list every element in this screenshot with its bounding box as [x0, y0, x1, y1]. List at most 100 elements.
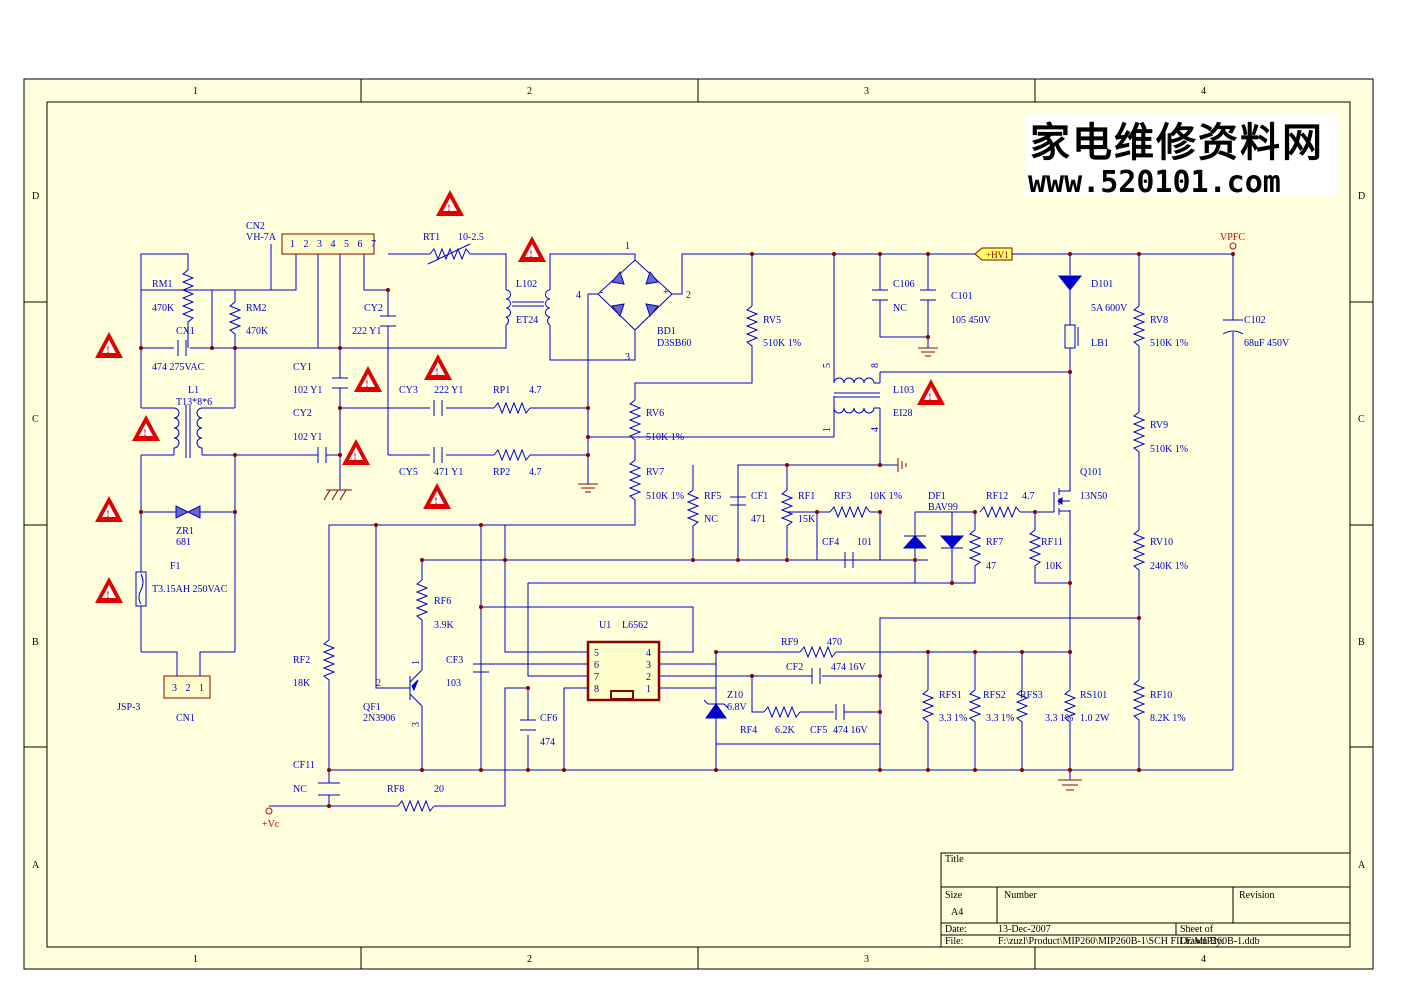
- rs101-value: 1.0 2W: [1080, 713, 1110, 724]
- warning-icon: !: [95, 577, 123, 603]
- svg-text:!: !: [354, 452, 357, 462]
- rfs3-value: 3.3 1%: [1045, 713, 1073, 724]
- title-block-frame: [940, 852, 1351, 948]
- svg-text:!: !: [366, 379, 369, 389]
- zone-row-b-right: B: [1358, 637, 1365, 648]
- rf8-ref: RF8: [387, 784, 404, 795]
- rf5-value: NC: [704, 514, 718, 525]
- l103-pin-5: 5: [822, 363, 833, 368]
- zone-labels: 1 2 3 4 1 2 3 4 D C B A D C B A: [32, 86, 1366, 965]
- cf1-value: 471: [751, 514, 766, 525]
- svg-text:!: !: [107, 590, 110, 600]
- rf7-ref: RF7: [986, 537, 1003, 548]
- l103-pin-4: 4: [870, 427, 881, 432]
- warning-icon: !: [95, 332, 123, 358]
- rv8-value: 510K 1%: [1150, 338, 1188, 349]
- cf5-ref: CF5: [810, 725, 827, 736]
- cn1-connector: [163, 675, 211, 699]
- ground-symbols: [323, 347, 1082, 791]
- u1-ref: U1: [599, 620, 611, 631]
- cy2b-value: 102 Y1: [293, 432, 322, 443]
- svg-text:!: !: [107, 345, 110, 355]
- svg-text:!: !: [435, 496, 438, 506]
- l102-ref: L102: [516, 279, 537, 290]
- svg-text:!: !: [530, 249, 533, 259]
- rf9-value: 470: [827, 637, 842, 648]
- cn1-pins: 3 2 1: [172, 683, 207, 694]
- warning-icons: ! ! ! ! ! ! ! ! ! ! !: [95, 190, 945, 603]
- l1-value: T13*8*6: [176, 397, 212, 408]
- rf6-ref: RF6: [434, 596, 451, 607]
- qf1-pin-1: 1: [411, 660, 422, 665]
- rfs1-ref: RFS1: [939, 690, 962, 701]
- vc-net-label: +Vc: [262, 819, 280, 830]
- zone-col-1-bottom: 1: [193, 954, 198, 965]
- cy5-value: 471 Y1: [434, 467, 463, 478]
- bd1-plus: +: [663, 287, 669, 298]
- rm1-ref: RM1: [152, 279, 173, 290]
- hv1-net-label: +HV1: [986, 250, 1009, 260]
- u1-pin-1: 1: [646, 684, 651, 695]
- cf3-value: 103: [446, 678, 461, 689]
- bd1-pin-1: 1: [625, 241, 630, 252]
- rv5-ref: RV5: [763, 315, 781, 326]
- cy3-value: 222 Y1: [434, 385, 463, 396]
- f1-value: T3.15AH 250VAC: [152, 584, 228, 595]
- warning-icon: !: [132, 415, 160, 441]
- cf6-ref: CF6: [540, 713, 557, 724]
- u1-value: L6562: [622, 620, 648, 631]
- watermark: 家电维修资料网 www.520101.com: [1025, 114, 1337, 200]
- zone-col-4-bottom: 4: [1201, 954, 1206, 965]
- rv9-value: 510K 1%: [1150, 444, 1188, 455]
- svg-text:!: !: [436, 367, 439, 377]
- c102-ref: C102: [1244, 315, 1266, 326]
- u1-pin-5: 5: [594, 648, 599, 659]
- cy1-value: 102 Y1: [293, 385, 322, 396]
- rfs1-value: 3.3 1%: [939, 713, 967, 724]
- warning-icon: !: [436, 190, 464, 216]
- u1-pin-6: 6: [594, 660, 599, 671]
- cn2-ref: CN2: [246, 221, 265, 232]
- zone-col-3-top: 3: [864, 86, 869, 97]
- l103-pin-1: 1: [822, 427, 833, 432]
- bd1-pin-2: 2: [686, 290, 691, 301]
- rf2-ref: RF2: [293, 655, 310, 666]
- rf8-value: 20: [434, 784, 444, 795]
- l103-value: EI28: [893, 408, 912, 419]
- rv10-ref: RV10: [1150, 537, 1173, 548]
- zone-row-b-left: B: [32, 637, 39, 648]
- revision-label: Revision: [1239, 890, 1275, 901]
- rv7-ref: RV7: [646, 467, 664, 478]
- lb1-ref: LB1: [1091, 338, 1109, 349]
- rt1-value: 10-2.5: [458, 232, 484, 243]
- cn2-value: VH-7A: [246, 232, 277, 243]
- rf12-value: 4.7: [1022, 491, 1035, 502]
- rp1-ref: RP1: [493, 385, 510, 396]
- cy2b-ref: CY2: [293, 408, 312, 419]
- cy2a-value: 222 Y1: [352, 326, 381, 337]
- rv10-value: 240K 1%: [1150, 561, 1188, 572]
- cf1-ref: CF1: [751, 491, 768, 502]
- svg-text:!: !: [929, 392, 932, 402]
- qf1-pin-3: 3: [411, 722, 422, 727]
- rp2-ref: RP2: [493, 467, 510, 478]
- rv8-ref: RV8: [1150, 315, 1168, 326]
- title-label: Title: [945, 854, 964, 865]
- date-value: 13-Dec-2007: [998, 924, 1051, 935]
- rf4-ref: RF4: [740, 725, 757, 736]
- file-value: F:\zuzl\Product\MIP260\MIP260B-1\SCH FIL…: [998, 936, 1260, 947]
- zone-row-d-right: D: [1358, 191, 1365, 202]
- cx1-ref: CX1: [176, 326, 195, 337]
- cy3-ref: CY3: [399, 385, 418, 396]
- drawn-label: Drawn By:: [1180, 936, 1224, 947]
- c101-value: 105 450V: [951, 315, 992, 326]
- u1-pin-4: 4: [646, 648, 651, 659]
- qf1-ref: QF1: [363, 702, 381, 713]
- cn2-pins: 1 2 3 4 5 6 7: [290, 239, 379, 250]
- l103-pin-8: 8: [870, 363, 881, 368]
- vc-port-icon: [265, 807, 273, 815]
- f1-ref: F1: [170, 561, 181, 572]
- bd1-minus: -: [600, 287, 603, 298]
- u1-notch: [610, 690, 634, 700]
